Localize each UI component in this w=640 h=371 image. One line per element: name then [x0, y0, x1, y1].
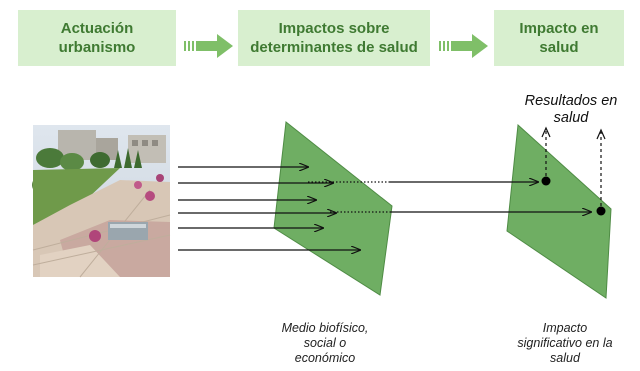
- header-box-actuacion-line2: urbanismo: [58, 39, 136, 56]
- plane-2-caption-line3: salud: [550, 351, 580, 365]
- plane-1-caption-line3: económico: [294, 351, 356, 365]
- header-box-impacto-line2: salud: [539, 39, 579, 56]
- plane-1-caption-line2: social o: [303, 336, 347, 350]
- plane-1-caption-line1: Medio biofísico,: [281, 321, 369, 335]
- header-arrow-1: [184, 34, 233, 58]
- header-box-actuacion-line1: Actuación: [60, 20, 134, 37]
- header-arrow-2: [439, 34, 488, 58]
- header-box-impacto-salud: Impacto en salud: [494, 10, 624, 66]
- urban-plaza-photo: [32, 125, 171, 278]
- plane-2-caption: Impacto significativo en la salud: [497, 321, 633, 366]
- arrows-to-plane-2: [308, 182, 591, 212]
- plane-2-caption-line1: Impacto: [542, 321, 588, 335]
- results-label: Resultados en salud: [506, 93, 636, 127]
- header-box-impactos-line2: determinantes de salud: [250, 39, 418, 56]
- arrows-to-plane-1: [178, 167, 360, 250]
- header-box-impactos-line1: Impactos sobre: [278, 20, 390, 37]
- result-arrows: [541, 126, 606, 206]
- header-box-actuacion: Actuación urbanismo: [18, 10, 176, 66]
- header-box-impactos-determinantes: Impactos sobre determinantes de salud: [238, 10, 430, 66]
- impact-point-2: [596, 206, 606, 216]
- plane-2-caption-line2: significativo en la: [517, 336, 613, 350]
- results-label-line1: Resultados en: [524, 93, 618, 109]
- impact-point-1: [541, 176, 551, 186]
- results-label-line2: salud: [553, 110, 589, 126]
- header-box-impacto-line1: Impacto en: [519, 20, 599, 37]
- plane-1-caption: Medio biofísico, social o económico: [260, 321, 390, 366]
- plane-medio-biofisico: [273, 121, 393, 296]
